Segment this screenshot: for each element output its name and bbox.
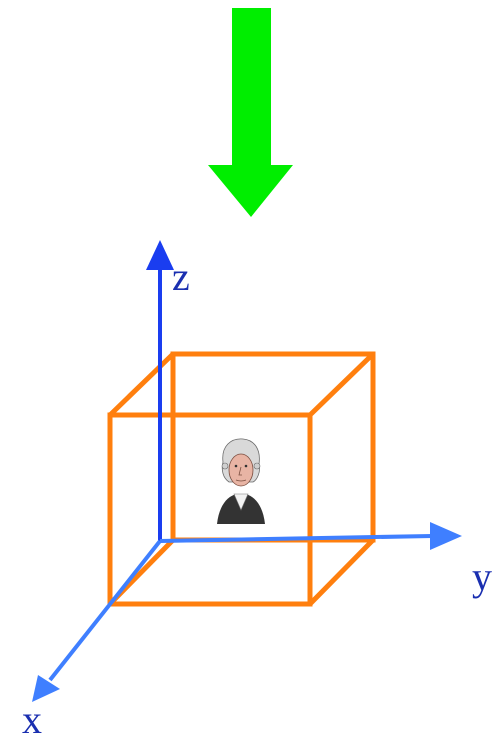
cube-edge xyxy=(308,352,375,417)
down-arrow-icon xyxy=(208,8,293,217)
y-axis xyxy=(159,534,433,543)
z-axis-arrowhead xyxy=(146,240,174,270)
y-axis-arrowhead xyxy=(430,522,462,550)
z-axis-label: z xyxy=(172,254,190,299)
x-axis-arrowhead xyxy=(32,675,60,702)
x-axis-label: x xyxy=(22,697,42,739)
cube-edge xyxy=(308,538,375,606)
y-axis-label: y xyxy=(472,554,492,599)
cube-edge xyxy=(108,352,175,417)
washington-portrait-icon xyxy=(217,438,265,524)
x-axis xyxy=(48,539,162,682)
